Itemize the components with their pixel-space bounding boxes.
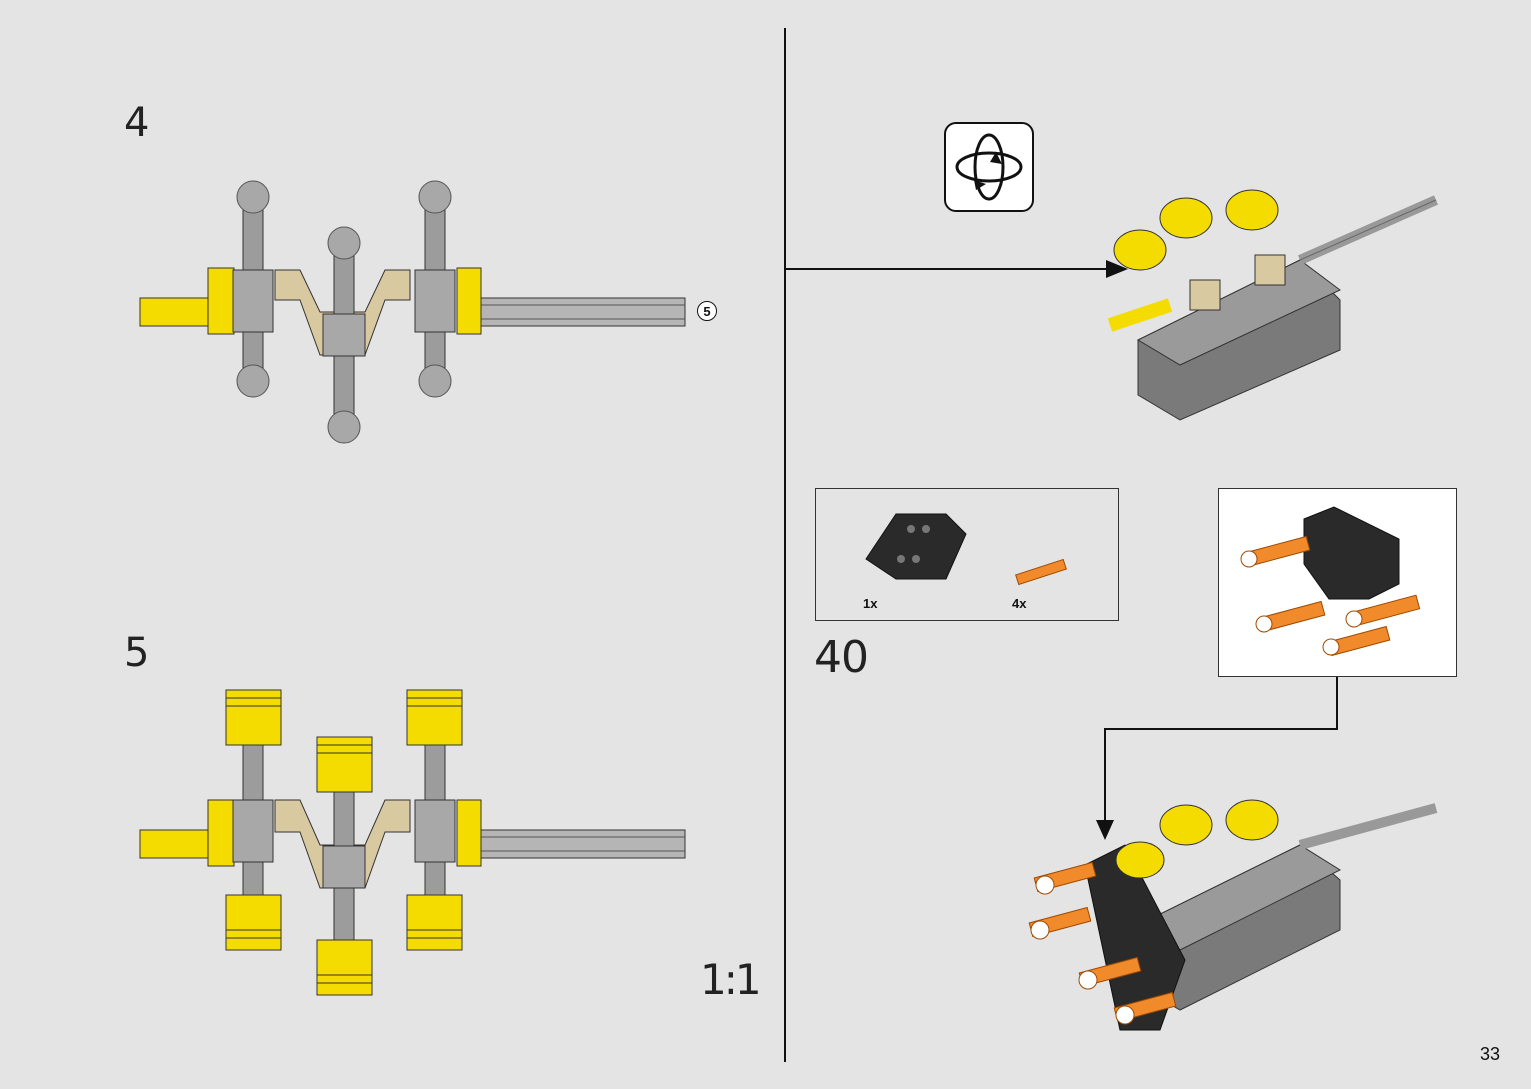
black-frame-part-icon [865, 513, 967, 580]
qty-pin: 4x [1012, 596, 1027, 611]
scale-indicator: 1:1 [700, 955, 762, 1004]
step-40-number: 40 [814, 632, 869, 683]
orange-pin-part-icon [1015, 558, 1067, 586]
step-4-number: 4 [124, 100, 149, 146]
page-divider [784, 28, 786, 1062]
parts-list-box: 1x 4x [815, 488, 1119, 621]
crankshaft-assembly-step4 [139, 180, 686, 444]
step-5-number: 5 [124, 630, 149, 676]
submodel-callout: 5 [697, 301, 717, 321]
crankshaft-pistons-step5 [139, 689, 686, 996]
rotate-model-icon [944, 122, 1034, 212]
page-number: 33 [1480, 1044, 1501, 1064]
qty-frame: 1x [863, 596, 878, 611]
submodel-box [1218, 488, 1457, 677]
